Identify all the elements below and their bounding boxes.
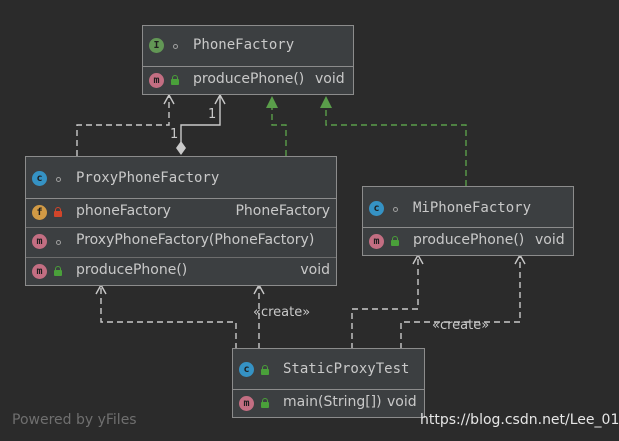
member-name: main(String[]): [283, 394, 382, 410]
runnable-class-icon: c: [239, 362, 254, 377]
dependency-edge-proxy-to-factory: [76, 96, 170, 156]
member-name: producePhone(): [76, 262, 188, 278]
member-type: void: [315, 71, 345, 87]
member-row: m main(String[]) void: [233, 389, 424, 418]
class-icon: c: [32, 171, 47, 186]
method-icon: m: [149, 73, 164, 88]
member-name: phoneFactory: [76, 203, 171, 219]
multiplicity-label: 1: [208, 107, 217, 122]
visibility-package-icon: [393, 207, 398, 212]
member-row: m producePhone() void: [143, 66, 353, 95]
member-type: void: [535, 232, 565, 248]
member-name: ProxyPhoneFactory(PhoneFactory): [76, 232, 315, 248]
node-header: c MiPhoneFactory: [363, 187, 573, 228]
create-stereotype-label: «create»: [253, 305, 311, 320]
dependency-edge-test-to-mi-2: [400, 257, 521, 349]
node-title: ProxyPhoneFactory: [76, 170, 220, 186]
method-icon: m: [239, 396, 254, 411]
create-stereotype-label: «create»: [432, 318, 490, 333]
phone-factory-interface-node[interactable]: I PhoneFactory m producePhone() void: [142, 25, 354, 95]
mi-phone-factory-class-node[interactable]: c MiPhoneFactory m producePhone() void: [362, 186, 574, 256]
realization-edge-mi: [325, 108, 467, 186]
node-title: StaticProxyTest: [283, 361, 410, 377]
member-type: void: [387, 394, 417, 410]
dependency-edge-test-to-proxy-1: [100, 287, 237, 349]
relationship-edges: [76, 93, 526, 349]
member-row: m producePhone() void: [26, 257, 336, 286]
member-row: m ProxyPhoneFactory(PhoneFactory): [26, 227, 336, 258]
powered-by-text: Powered by yFiles: [12, 412, 137, 428]
member-type: void: [300, 262, 330, 278]
visibility-package-icon: [173, 44, 178, 49]
arrowhead: [214, 93, 226, 105]
node-title: MiPhoneFactory: [413, 200, 532, 216]
public-lock-icon: [391, 236, 399, 246]
member-row: f phoneFactory PhoneFactory: [26, 198, 336, 228]
node-title: PhoneFactory: [193, 37, 295, 53]
member-row: m producePhone() void: [363, 227, 573, 256]
dependency-edge-test-to-mi-1: [351, 257, 419, 349]
node-header: c StaticProxyTest: [233, 349, 424, 390]
member-type: PhoneFactory: [235, 203, 330, 219]
public-lock-icon: [171, 75, 179, 85]
member-name: producePhone(): [413, 232, 525, 248]
field-icon: f: [32, 205, 47, 220]
interface-icon: I: [149, 38, 164, 53]
public-lock-icon: [54, 266, 62, 276]
member-name: producePhone(): [193, 71, 305, 87]
aggregation-edge: [180, 96, 221, 142]
method-icon: m: [369, 234, 384, 249]
node-header: I PhoneFactory: [143, 26, 353, 67]
realization-triangle: [266, 96, 278, 108]
public-lock-icon: [261, 398, 269, 408]
multiplicity-label: 1: [170, 127, 179, 142]
node-header: c ProxyPhoneFactory: [26, 157, 336, 199]
method-icon: m: [32, 264, 47, 279]
public-lock-icon: [261, 365, 269, 375]
aggregation-diamond: [176, 141, 186, 155]
arrowhead: [253, 283, 265, 295]
realization-edge-proxy: [271, 108, 287, 156]
visibility-package-icon: [56, 177, 61, 182]
arrowhead: [163, 93, 175, 105]
realization-triangle: [320, 96, 332, 108]
class-icon: c: [369, 201, 384, 216]
watermark-url: https://blog.csdn.net/Lee_01: [420, 412, 619, 428]
visibility-package-icon: [56, 240, 61, 245]
proxy-phone-factory-class-node[interactable]: c ProxyPhoneFactory f phoneFactory Phone…: [25, 156, 337, 286]
private-lock-icon: [54, 207, 62, 217]
method-icon: m: [32, 234, 47, 249]
static-proxy-test-class-node[interactable]: c StaticProxyTest m main(String[]) void: [232, 348, 425, 418]
